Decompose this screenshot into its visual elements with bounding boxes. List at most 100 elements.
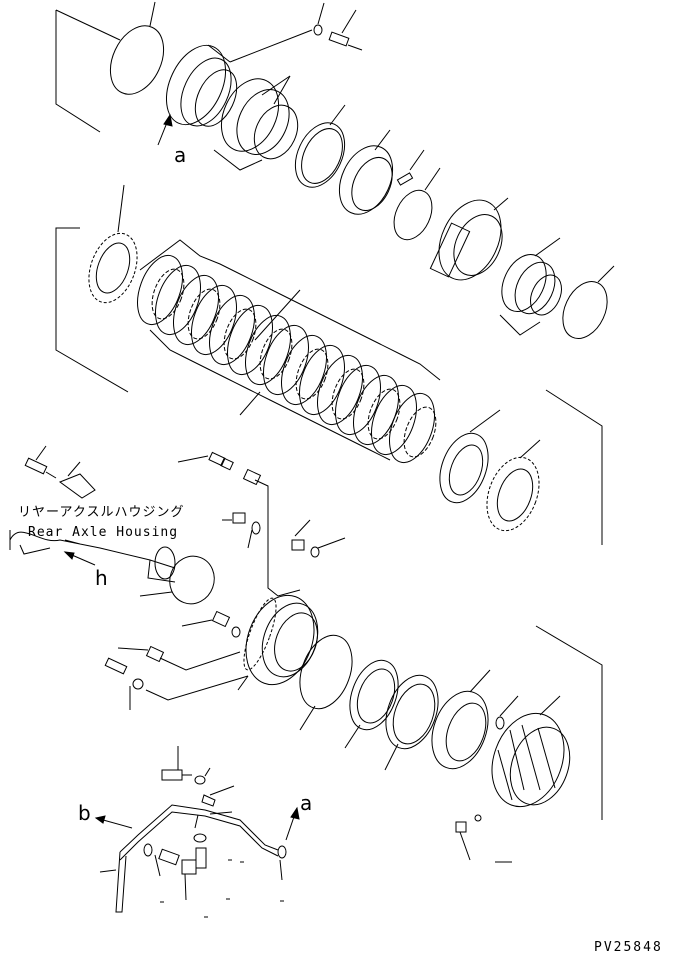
small-washer-lower [474, 814, 482, 822]
leader-washer-bottom-1 [204, 767, 211, 777]
leader-carrier-top-2 [229, 29, 313, 63]
gear-hub-top [429, 199, 503, 281]
pipe-bracket-group: b a [78, 746, 312, 918]
leader-fitting-4 [317, 537, 346, 549]
seal-ring-lower-2 [349, 659, 399, 731]
bolt-bottom-1 [161, 769, 192, 781]
housing-label-japanese: リヤーアクスルハウジング [18, 505, 184, 520]
spring-seat-top [338, 145, 394, 215]
leader-pipe-bracket-2 [209, 811, 233, 815]
leader-bearing-bracket [499, 314, 541, 336]
leader-pipe-drop [99, 869, 117, 873]
arrow-a-bottom-head [290, 806, 300, 820]
end-plate-disc-in [448, 444, 484, 496]
leader-piston-top-b [273, 75, 291, 105]
disc-pack-frame-left [55, 227, 129, 393]
leader-gear-hub-top [493, 197, 509, 211]
snap-ring-top [109, 25, 165, 95]
leader-dowel-pin [409, 149, 425, 171]
leader-fitting-1 [177, 455, 209, 463]
leader-ring-plate-top-1 [329, 104, 346, 126]
leader-snap-ring-mid-top [424, 167, 441, 191]
leader-seal-ring-lower-1 [299, 705, 316, 731]
leader-washer-top [317, 2, 325, 25]
top-group-frame [55, 10, 101, 133]
small-ring-lower [495, 716, 505, 730]
leader-bearing-top [534, 237, 561, 257]
leader-small-bolt-lower [459, 831, 471, 861]
callout-b: b [78, 801, 91, 825]
housing-sketch [9, 531, 176, 583]
leader-bolt-bottom-3 [184, 873, 187, 901]
callout-h: h [95, 566, 108, 590]
leader-plate-stack [254, 289, 301, 341]
external-gear-disc-2 [486, 456, 540, 532]
pipe-bottom-2 [119, 811, 279, 861]
leader-seal-ring-lower-2 [344, 724, 361, 749]
seal-ring-lower-3 [385, 674, 439, 750]
ring-plate-top-1 [294, 122, 346, 188]
o-ring-housing [169, 555, 215, 605]
washer-bottom-1 [194, 775, 206, 785]
external-gear-disc-1 [88, 232, 138, 304]
bearing-top [501, 254, 562, 316]
lower-assembly-group [104, 594, 603, 863]
washer-top [313, 24, 323, 36]
leader-bolt-top [341, 9, 357, 34]
seal-ring-lower-2-in [356, 668, 396, 724]
leader-piston-lower [469, 669, 491, 693]
pipe-bottom [119, 804, 279, 853]
leader-o-ring-housing [139, 591, 173, 597]
fitting-pipe [254, 479, 301, 597]
pipe-bottom-end [277, 845, 287, 859]
disc-stack-leader-bottom [149, 329, 391, 461]
rear-axle-housing-area: リヤーアクスルハウジング Rear Axle Housing h [9, 445, 346, 605]
leader-main-carrier [237, 675, 249, 691]
seal-ring-lower-1 [299, 634, 353, 710]
leader-snap-ring-right-top [597, 265, 615, 283]
plug-lower [104, 610, 241, 690]
snap-ring-right-top [562, 281, 608, 339]
bolt-top [328, 31, 363, 51]
leader-plate-stack-low [239, 391, 261, 416]
bracket-housing [58, 473, 96, 499]
arrow-h-head [63, 551, 75, 560]
leader-pipe-bracket-1 [194, 814, 199, 829]
leader-end-plate [469, 409, 501, 433]
cage-lower [491, 712, 571, 808]
leader-bolt-housing [35, 445, 47, 461]
top-assembly-group: a [55, 1, 615, 339]
leader-spring-seat-top [374, 129, 391, 151]
leader-snap-ring-top [149, 1, 156, 27]
disc-pack-frame-right [545, 389, 603, 545]
pipe-bottom-drop [115, 851, 127, 913]
leader-small-ring-lower [499, 695, 519, 717]
leader-fitting-2 [247, 529, 253, 549]
leader-plug-1 [181, 619, 213, 627]
piston-top [220, 78, 299, 160]
callout-a-top: a [174, 143, 186, 167]
leader-plug-bracket-2 [145, 675, 249, 701]
leader-external-gear-disc-1 [117, 184, 125, 233]
leader-fitting-3 [294, 519, 311, 537]
seal-ring-lower-3-in [392, 683, 436, 745]
leader-piston-bracket [213, 149, 263, 171]
snap-ring-mid-top [393, 189, 433, 241]
arrow-a-top-head [163, 113, 173, 127]
small-bolt-lower [455, 821, 467, 833]
disc-pack-group [55, 184, 603, 545]
fittings-cluster [208, 451, 320, 558]
bolt-bottom-2 [143, 833, 207, 875]
leader-bolt-bottom-4 [279, 859, 283, 881]
ring-plate-top-1-in [301, 128, 343, 184]
disc-stack-leader-top [139, 239, 441, 381]
top-group-frame-top [55, 9, 121, 41]
end-plate-disc [439, 432, 489, 504]
leader-bolt-bottom-2 [154, 854, 161, 877]
leader-cage-lower [539, 695, 561, 716]
leader-plug-bracket [159, 651, 241, 671]
bolt-housing [24, 457, 57, 479]
clutch-carrier-top [165, 44, 238, 127]
leader-piston-top [261, 75, 291, 96]
leader-external-gear-disc-2 [519, 439, 541, 459]
